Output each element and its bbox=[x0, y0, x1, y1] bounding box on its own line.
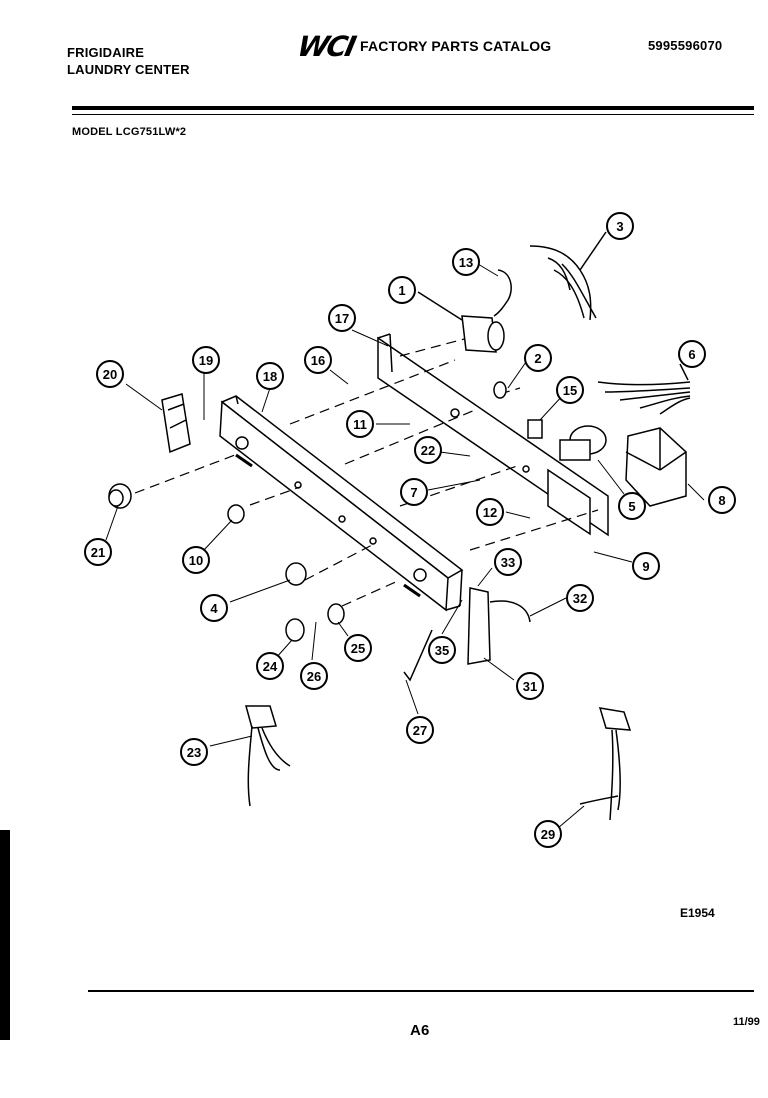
callout-circle-1 bbox=[388, 276, 416, 304]
callout-circle-35 bbox=[428, 636, 456, 664]
callout-label-13: 13 bbox=[459, 255, 473, 270]
callout-circle-31 bbox=[516, 672, 544, 700]
callout-label-26: 26 bbox=[307, 669, 321, 684]
part-21-knob bbox=[108, 483, 132, 509]
callout-circle-16 bbox=[304, 346, 332, 374]
callout-label-10: 10 bbox=[189, 553, 203, 568]
callout-circle-10 bbox=[182, 546, 210, 574]
catalog-title: FACTORY PARTS CATALOG bbox=[360, 38, 552, 54]
callout-label-31: 31 bbox=[523, 679, 537, 694]
callout-label-18: 18 bbox=[263, 369, 277, 384]
callout-circle-33 bbox=[494, 548, 522, 576]
callout-circle-5 bbox=[618, 492, 646, 520]
scan-edge bbox=[0, 830, 10, 1040]
callout-circle-4 bbox=[200, 594, 228, 622]
callout-label-6: 6 bbox=[688, 347, 695, 362]
catalog-number: 5995596070 bbox=[648, 38, 723, 53]
callout-label-20: 20 bbox=[103, 367, 117, 382]
footer-rule bbox=[88, 990, 754, 992]
callout-label-3: 3 bbox=[616, 219, 623, 234]
callout-label-7: 7 bbox=[410, 485, 417, 500]
callout-label-33: 33 bbox=[501, 555, 515, 570]
callout-label-4: 4 bbox=[210, 601, 218, 616]
diagram-code: E1954 bbox=[680, 906, 715, 920]
callout-circle-8 bbox=[708, 486, 736, 514]
callout-circle-2 bbox=[524, 344, 552, 372]
part-5-switch bbox=[559, 425, 607, 461]
callout-circle-27 bbox=[406, 716, 434, 744]
callout-label-24: 24 bbox=[263, 659, 278, 674]
callout-circle-13 bbox=[452, 248, 480, 276]
part-31-bracket bbox=[467, 587, 531, 665]
callout-circle-29 bbox=[534, 820, 562, 848]
callout-label-35: 35 bbox=[435, 643, 449, 658]
callout-circle-23 bbox=[180, 738, 208, 766]
part-6-harness bbox=[597, 363, 691, 415]
callout-circle-9 bbox=[632, 552, 660, 580]
callout-circle-25 bbox=[344, 634, 372, 662]
callout-label-15: 15 bbox=[563, 383, 577, 398]
rear-bracket bbox=[377, 333, 609, 537]
callout-label-23: 23 bbox=[187, 745, 201, 760]
callout-label-11: 11 bbox=[353, 417, 367, 432]
part-1-timer bbox=[417, 291, 505, 353]
callout-label-32: 32 bbox=[573, 591, 587, 606]
callout-circle-26 bbox=[300, 662, 328, 690]
callout-circle-3 bbox=[606, 212, 634, 240]
callout-circle-7 bbox=[400, 478, 428, 506]
page-number: A6 bbox=[410, 1022, 430, 1039]
callout-label-9: 9 bbox=[642, 559, 649, 574]
callout-label-22: 22 bbox=[421, 443, 435, 458]
footer-date: 11/99 bbox=[733, 1016, 760, 1028]
callout-label-19: 19 bbox=[199, 353, 213, 368]
callout-label-2: 2 bbox=[534, 351, 541, 366]
callout-label-29: 29 bbox=[541, 827, 555, 842]
callout-circle-6 bbox=[678, 340, 706, 368]
part-3-harness bbox=[529, 231, 607, 321]
product-name: LAUNDRY CENTER bbox=[67, 62, 190, 77]
callout-label-27: 27 bbox=[413, 723, 427, 738]
callout-label-12: 12 bbox=[483, 505, 497, 520]
part-29-harness bbox=[579, 707, 632, 821]
callout-label-5: 5 bbox=[628, 499, 635, 514]
model-label: MODEL LCG751LW*2 bbox=[72, 126, 187, 138]
header-rule-thick bbox=[72, 106, 754, 110]
header-rule-thin bbox=[72, 114, 754, 115]
callout-label-25: 25 bbox=[351, 641, 365, 656]
callout-circle-15 bbox=[556, 376, 584, 404]
callout-label-21: 21 bbox=[91, 545, 105, 560]
callout-circle-18 bbox=[256, 362, 284, 390]
console-panel bbox=[219, 395, 464, 612]
callout-label-17: 17 bbox=[335, 311, 349, 326]
brand-name: FRIGIDAIRE bbox=[67, 45, 145, 60]
part-23-harness bbox=[245, 705, 291, 807]
callout-circle-22 bbox=[414, 436, 442, 464]
callout-circle-21 bbox=[84, 538, 112, 566]
callout-circle-24 bbox=[256, 652, 284, 680]
callout-label-16: 16 bbox=[311, 353, 325, 368]
callout-label-8: 8 bbox=[718, 493, 725, 508]
part-8-box bbox=[625, 427, 687, 507]
callout-circle-12 bbox=[476, 498, 504, 526]
callout-circle-20 bbox=[96, 360, 124, 388]
callout-circle-17 bbox=[328, 304, 356, 332]
callout-circle-19 bbox=[192, 346, 220, 374]
part-20-bracket bbox=[161, 393, 191, 454]
callout-circle-11 bbox=[346, 410, 374, 438]
callout-label-1: 1 bbox=[398, 283, 405, 298]
callout-circle-32 bbox=[566, 584, 594, 612]
